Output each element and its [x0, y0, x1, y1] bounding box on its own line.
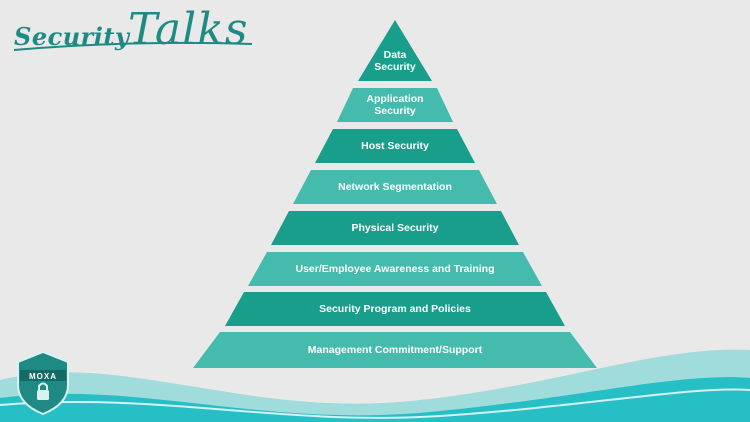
pyramid-layer-shape	[315, 129, 475, 163]
pyramid-layer-shape	[248, 252, 542, 286]
pyramid-layer-shape	[337, 88, 453, 122]
logo-talks-word: Talks	[128, 4, 249, 55]
pyramid-layer-label: Physical Security	[351, 221, 439, 234]
wave-front	[0, 377, 750, 422]
pyramid-layer-label: Security Program and Policies	[319, 302, 471, 315]
logo-underline	[13, 41, 253, 51]
logo-security-word: Security	[14, 22, 130, 51]
padlock-shield-icon	[17, 350, 69, 416]
wave-highlight	[0, 388, 750, 419]
pyramid-layer-shape	[271, 211, 519, 245]
pyramid	[193, 20, 597, 368]
pyramid-layer-label: Management Commitment/Support	[307, 343, 483, 356]
pyramid-layer-label: Application Security	[366, 92, 424, 117]
pyramid-layer-label: Data Security	[374, 48, 416, 73]
pyramid-layer-shape	[225, 292, 565, 326]
pyramid-layer-shape	[193, 332, 597, 368]
pyramid-layer-label: Network Segmentation	[338, 180, 452, 193]
pyramid-layer-shape	[293, 170, 497, 204]
pyramid-layer-label: User/Employee Awareness and Training	[295, 262, 495, 275]
badge-brand: MOXA	[29, 372, 57, 381]
pyramid-layer-label: Host Security	[361, 139, 429, 152]
pyramid-layer-shape	[358, 20, 432, 81]
